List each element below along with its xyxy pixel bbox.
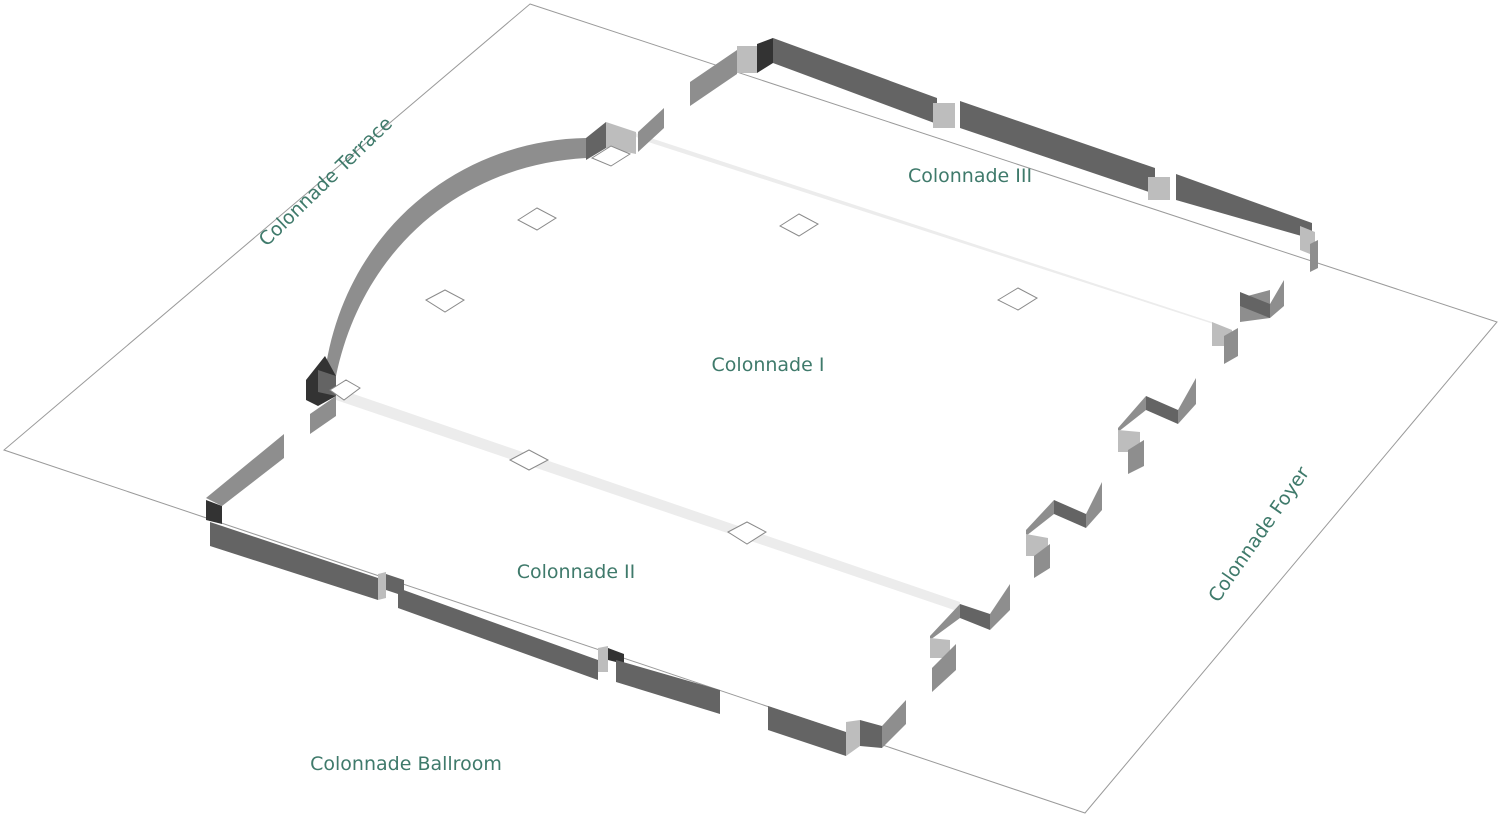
column: [329, 379, 361, 401]
room-label-colonnade-foyer[interactable]: Colonnade Foyer: [1204, 463, 1314, 607]
walls-terrace-junction: [586, 108, 664, 160]
curved-terrace-wall: [325, 138, 586, 376]
walls-foyer-side: [930, 280, 1284, 692]
walls-colonnade-ii: [206, 356, 906, 756]
room-label-colonnade-iii[interactable]: Colonnade III: [908, 165, 1032, 187]
column: [590, 145, 632, 167]
column: [727, 521, 767, 545]
site-outline: [3, 3, 1498, 814]
room-label-colonnade-ii[interactable]: Colonnade II: [517, 561, 636, 583]
room-label-colonnade-i[interactable]: Colonnade I: [712, 354, 825, 376]
column: [996, 287, 1038, 311]
column: [517, 207, 557, 231]
column: [425, 289, 465, 313]
column: [508, 449, 550, 471]
partition-i-iii: [620, 128, 1232, 330]
partition-i-ii: [336, 388, 960, 612]
walls-colonnade-iii: [690, 38, 1318, 272]
room-label-colonnade-ballroom[interactable]: Colonnade Ballroom: [310, 753, 502, 775]
room-label-colonnade-terrace[interactable]: Colonnade Terrace: [255, 112, 397, 250]
column-markers: [329, 145, 1038, 545]
column: [779, 213, 819, 237]
